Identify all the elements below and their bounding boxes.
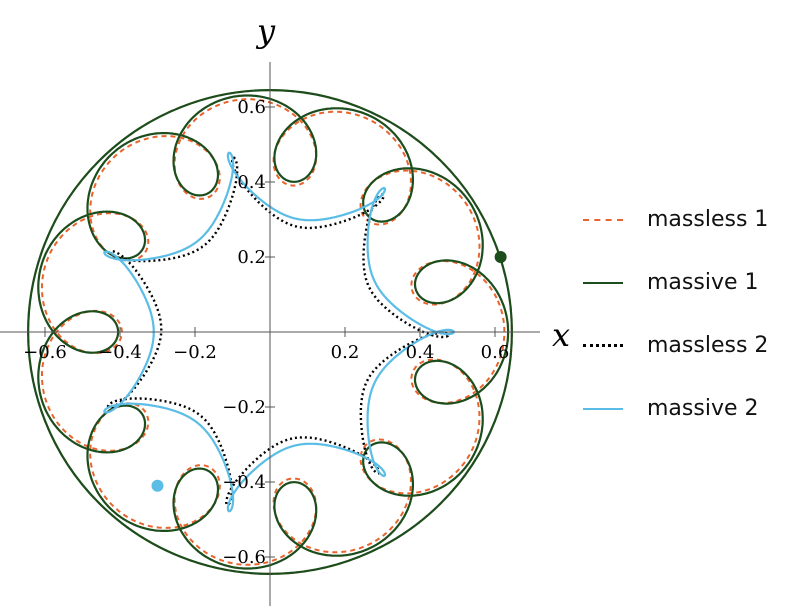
body-marker [494,251,507,263]
y-tick-label: 0.2 [237,247,266,268]
x-tick-label: 0.4 [406,342,435,363]
x-tick-label: 0.2 [331,342,360,363]
legend-label-massive-1: massive 1 [647,270,759,295]
legend: massless 1 massive 1 massless 2 massive … [583,188,768,440]
body-marker [151,479,164,492]
legend-label-massless-2: massless 2 [647,333,769,358]
legend-swatch-massive-2 [583,407,623,410]
legend-label-massless-1: massless 1 [647,207,769,232]
y-tick-label: −0.2 [222,397,266,418]
y-tick-label: 0.6 [237,97,266,118]
y-tick-label: 0.4 [237,172,266,193]
legend-item-massless-2: massless 2 [583,314,768,377]
x-axis-title: x [552,316,570,354]
legend-swatch-massless-2 [583,344,623,347]
x-tick-label: −0.4 [98,342,142,363]
y-tick-label: −0.4 [222,472,266,493]
tick-labels: −0.6 −0.4 −0.2 0.2 0.4 0.6 −0.6 −0.4 −0.2 0.2 0.4 0… [23,97,509,568]
y-axis-title: y [255,12,276,50]
legend-item-massive-1: massive 1 [583,251,768,314]
x-tick-label: −0.2 [173,342,217,363]
legend-item-massless-1: massless 1 [583,188,768,251]
legend-swatch-massless-1 [583,218,623,221]
legend-item-massive-2: massive 2 [583,377,768,440]
axes [0,62,540,606]
legend-swatch-massive-1 [583,281,623,284]
x-tick-label: −0.6 [23,342,67,363]
x-tick-label: 0.6 [481,342,510,363]
y-tick-label: −0.6 [222,547,266,568]
legend-label-massive-2: massive 2 [647,396,759,421]
